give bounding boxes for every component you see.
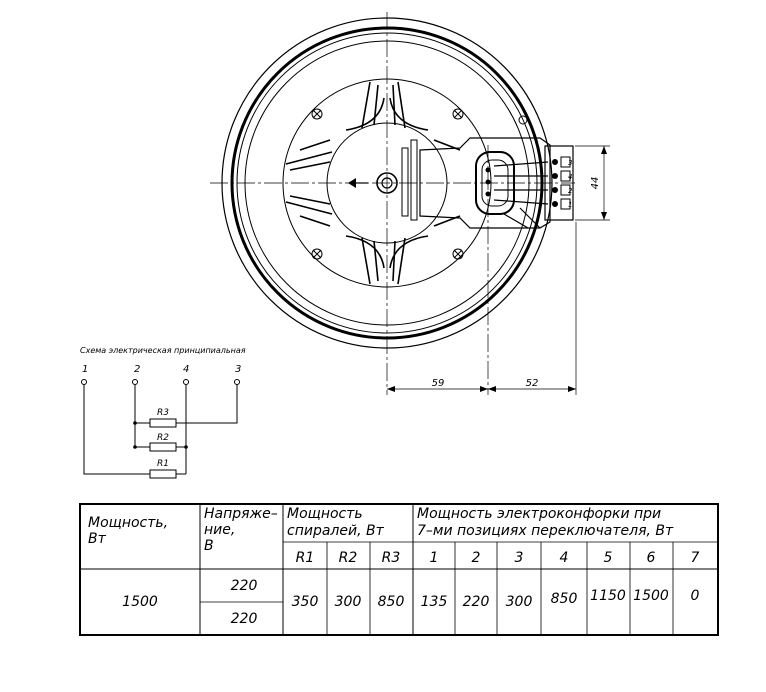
resistor-label-r1: R1	[157, 459, 169, 469]
cell-pos-5: 1150	[590, 588, 626, 604]
node-label-3: 3	[235, 364, 241, 375]
dim-left-label: 59	[432, 378, 445, 389]
svg-text:В: В	[204, 538, 214, 554]
resistor-label-r3: R3	[157, 408, 169, 418]
col-pos-5: 5	[604, 550, 613, 566]
electrical-schema: Схема электрическая принципиальная 1 2 4…	[80, 346, 246, 479]
spec-table: Мощность, Вт Напряже– ние, В Мощность сп…	[79, 503, 719, 636]
cell-pos-2: 220	[463, 594, 490, 610]
col-pos-2: 2	[472, 550, 481, 566]
svg-text:4: 4	[568, 173, 572, 181]
node-label-2: 2	[134, 364, 140, 375]
cell-voltage-1: 220	[231, 578, 258, 594]
mounting-holes	[311, 108, 528, 260]
cell-pos-4: 850	[551, 591, 578, 607]
cell-pos-3: 300	[506, 594, 533, 610]
cell-voltage-2: 220	[231, 611, 258, 627]
svg-text:спиралей, Вт: спиралей, Вт	[287, 523, 385, 539]
dim-height-label: 44	[590, 177, 601, 190]
svg-text:Вт: Вт	[88, 531, 107, 547]
header-spiral: Мощность	[287, 506, 363, 522]
col-pos-6: 6	[647, 550, 656, 566]
dimension-lines	[387, 145, 610, 395]
cell-r3: 850	[378, 594, 405, 610]
col-pos-1: 1	[430, 550, 439, 566]
cell-r2: 300	[335, 594, 362, 610]
header-voltage: Напряже–	[204, 506, 278, 522]
dim-right-label: 52	[526, 378, 539, 389]
center-lines	[210, 12, 575, 395]
schema-title: Схема электрическая принципиальная	[80, 346, 246, 355]
col-pos-4: 4	[560, 550, 569, 566]
col-r3: R3	[382, 550, 401, 566]
cell-power: 1500	[122, 594, 158, 610]
col-pos-7: 7	[691, 550, 700, 566]
cell-pos-7: 0	[691, 588, 700, 604]
resistor-label-r2: R2	[157, 433, 169, 443]
svg-text:7–ми позициях переключателя,: 7–ми позициях переключателя, Вт	[417, 523, 674, 539]
cell-r1: 350	[292, 594, 319, 610]
svg-text:2: 2	[568, 187, 573, 195]
terminal-wires	[493, 161, 549, 229]
header-power: Мощность,	[88, 515, 168, 531]
cell-pos-6: 1500	[633, 588, 669, 604]
svg-text:1: 1	[568, 201, 572, 209]
col-r1: R1	[296, 550, 315, 566]
header-burner: Мощность электроконфорки при	[417, 506, 661, 522]
node-label-4: 4	[183, 364, 189, 375]
col-pos-3: 3	[515, 550, 524, 566]
col-r2: R2	[339, 550, 358, 566]
cell-pos-1: 135	[421, 594, 448, 610]
svg-text:ние,: ние,	[204, 522, 235, 538]
node-label-1: 1	[82, 364, 88, 375]
connector-housing	[419, 137, 551, 229]
svg-text:3: 3	[568, 159, 572, 167]
terminal-numbers: 3 4 2 1	[568, 159, 573, 209]
